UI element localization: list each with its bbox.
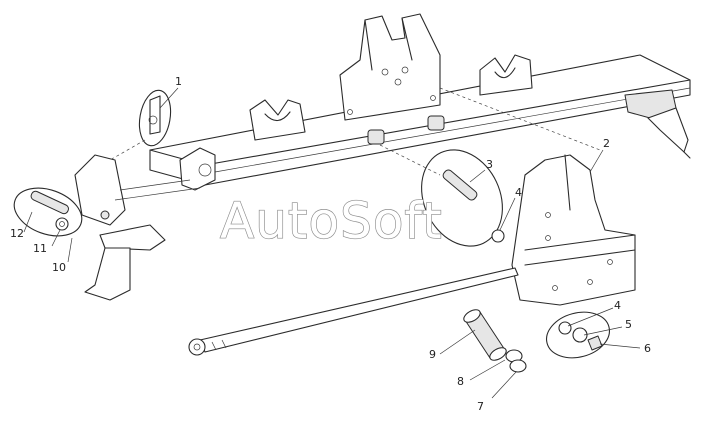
callout-3: 3 [486,158,493,171]
saddle-bracket-left [249,99,306,141]
detail-bushing-set-right [546,311,610,359]
bushing-parts [463,309,527,373]
left-end-assembly [74,147,216,301]
tie-rod [188,267,519,356]
callout-4-upper: 4 [515,186,522,199]
callout-8: 8 [457,375,464,388]
detail-bracket-1 [109,89,172,161]
rail-bolts [367,115,445,145]
callout-9: 9 [429,348,436,361]
callout-7: 7 [477,400,484,413]
callout-10: 10 [52,261,66,274]
callout-11: 11 [33,242,47,255]
saddle-bracket-right [479,54,533,96]
callout-12: 12 [10,227,24,240]
callout-4-lower: 4 [614,299,621,312]
callout-5: 5 [625,318,632,331]
callout-2: 2 [603,137,610,150]
center-upright-bracket [339,13,441,121]
detail-pin-set-center [379,144,505,247]
callout-6: 6 [644,342,651,355]
callout-1: 1 [175,75,182,88]
callout-labels: 1 2 3 4 4 5 6 7 8 9 10 11 12 [10,75,651,413]
detail-pin-set-left [13,187,83,237]
watermark-text: AutoSoft [220,192,443,250]
leader-lines [23,87,641,399]
rail-end-bracket [624,89,691,159]
lower-right-bracket [439,87,636,306]
